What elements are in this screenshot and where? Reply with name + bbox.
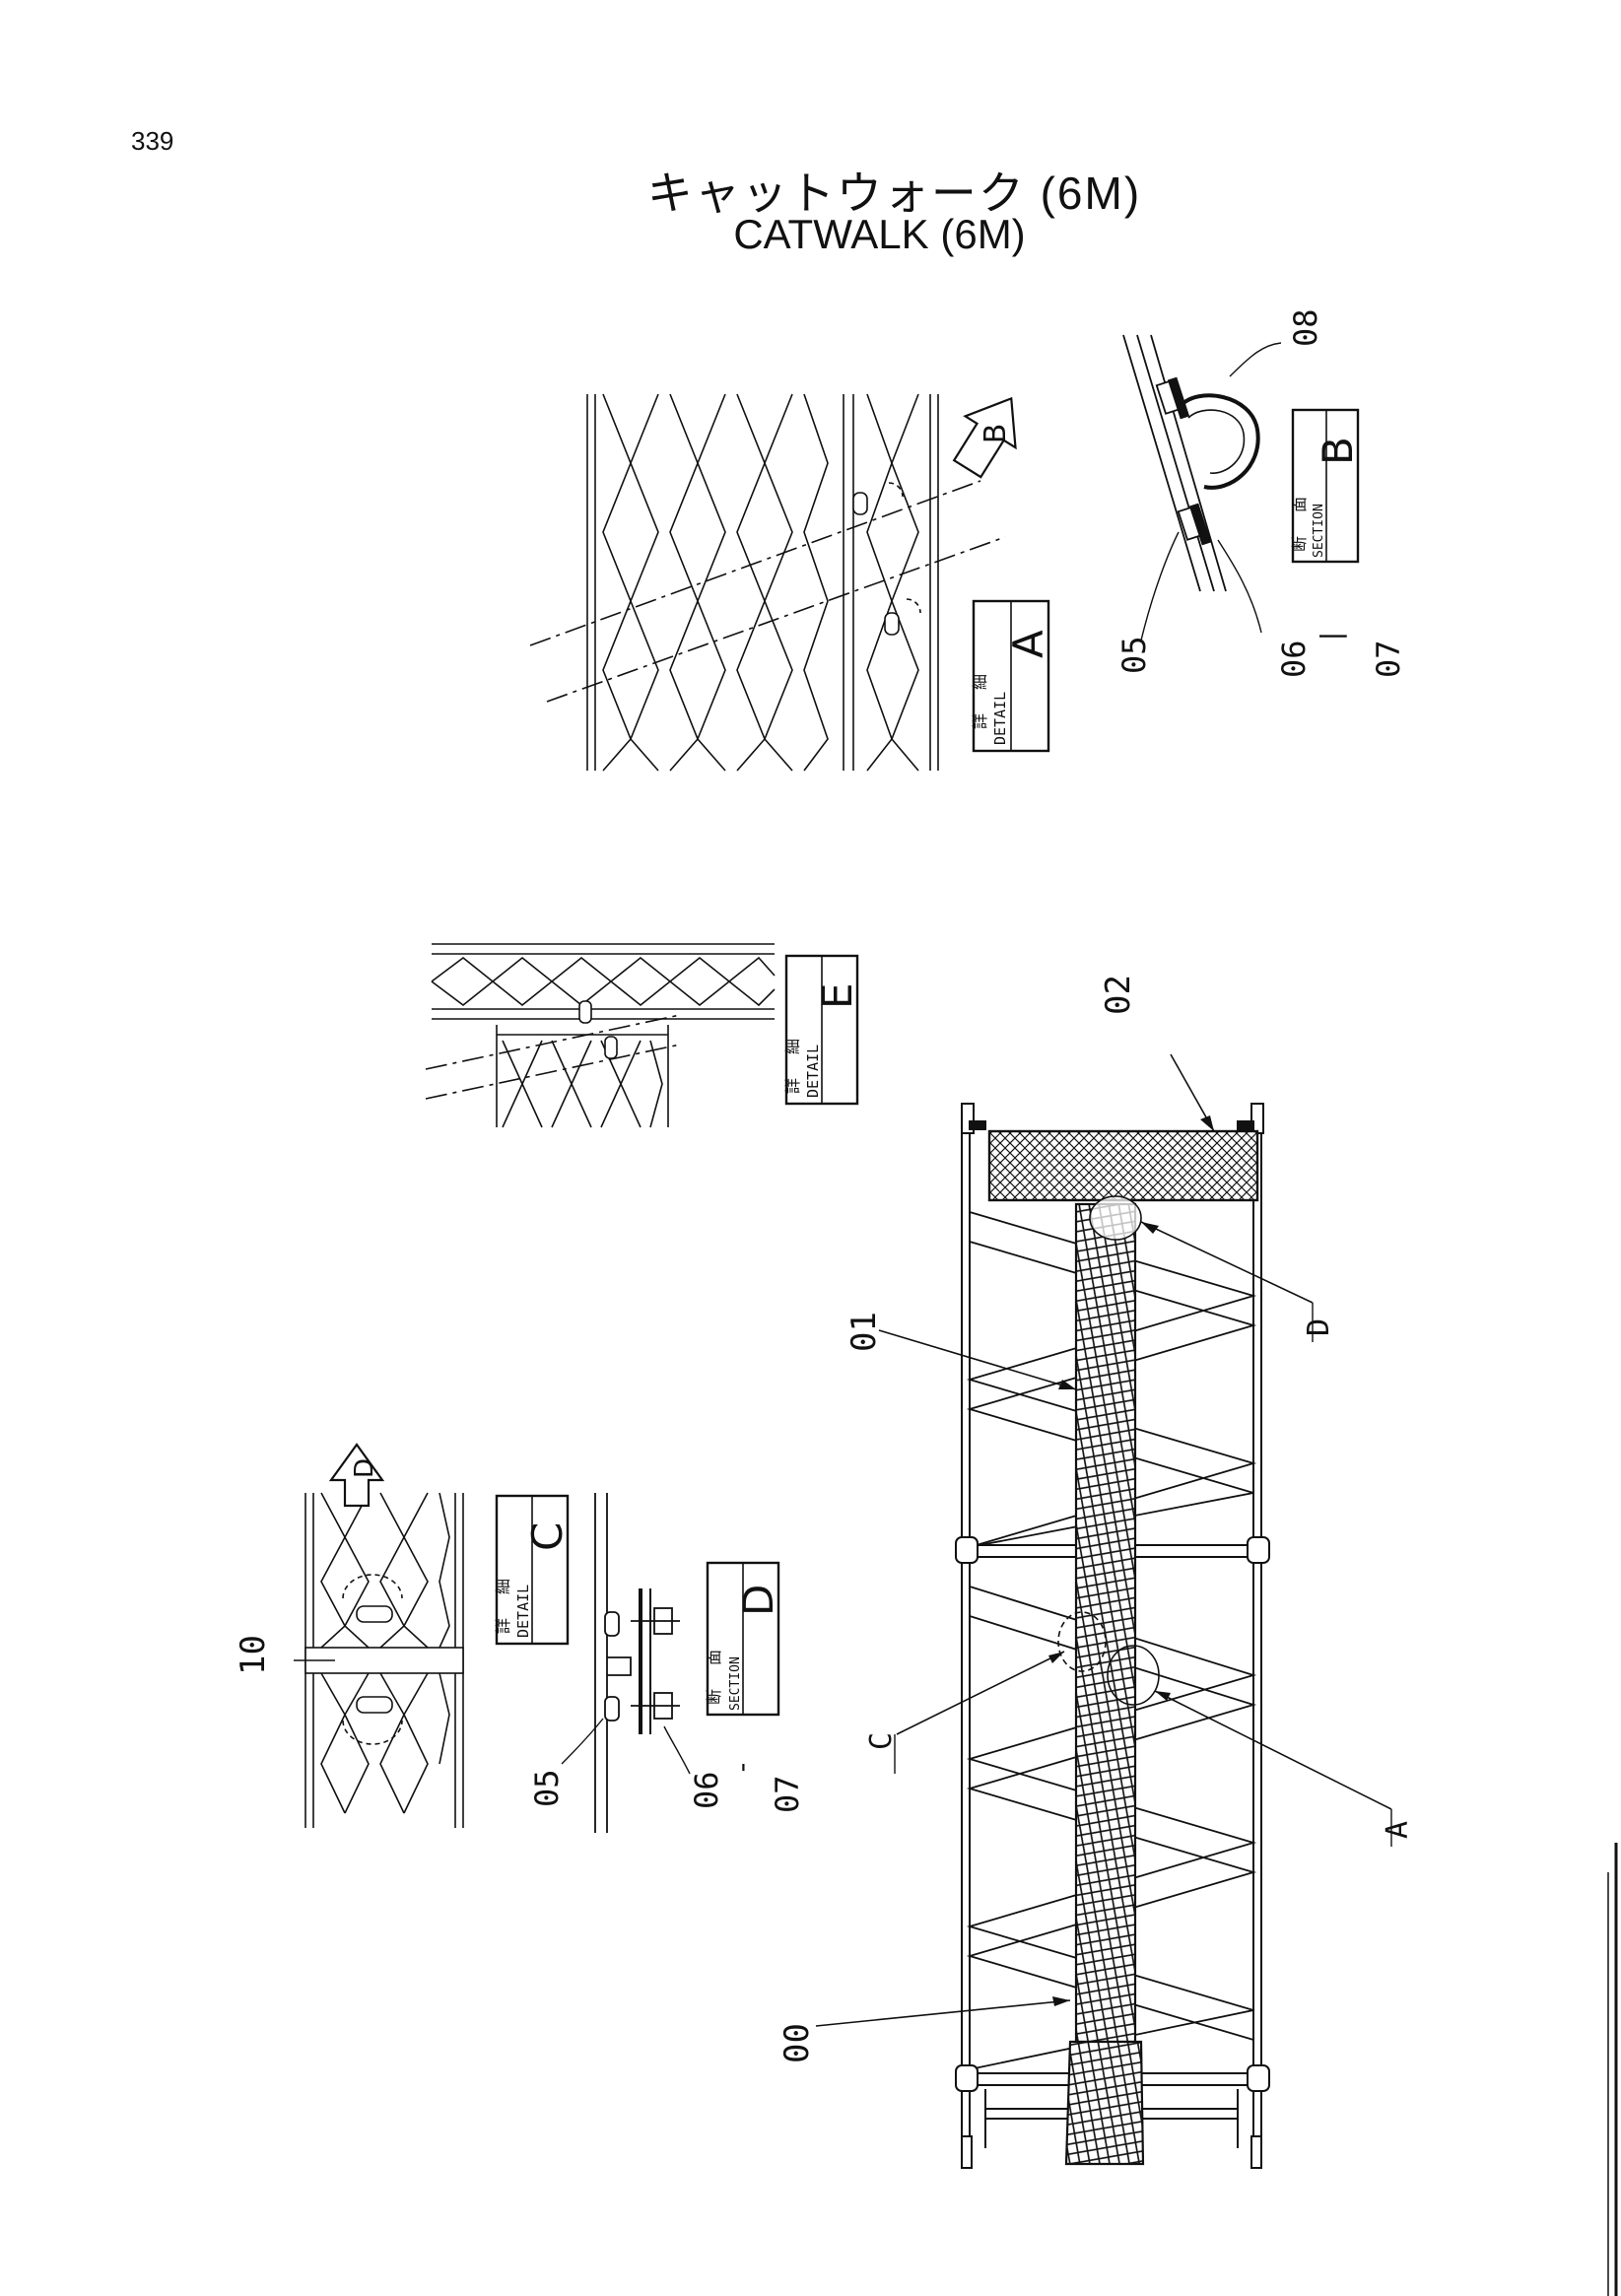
svg-text:細: 細 bbox=[783, 1039, 802, 1054]
main-catwalk-assembly bbox=[815, 1053, 1392, 2169]
detail-e-letter: E bbox=[813, 982, 861, 1009]
view-arrow-b-letter: B bbox=[979, 424, 1013, 444]
callout-00: 00 bbox=[777, 2023, 817, 2063]
detail-a-grating bbox=[586, 393, 939, 772]
boom-joints bbox=[955, 1103, 1270, 2169]
svg-text:断: 断 bbox=[1290, 536, 1309, 552]
svg-text:詳: 詳 bbox=[494, 1618, 512, 1634]
svg-text:詳: 詳 bbox=[971, 713, 989, 729]
callout-07-b: 07 bbox=[1370, 640, 1407, 678]
svg-text:SECTION: SECTION bbox=[728, 1656, 743, 1711]
callout-08: 08 bbox=[1287, 308, 1324, 347]
view-arrow-d-letter: D bbox=[350, 1458, 379, 1478]
ref-d: D bbox=[1302, 1318, 1336, 1336]
detail-e-view bbox=[425, 943, 776, 1128]
page-number: 339 bbox=[131, 126, 174, 156]
catwalk-grating bbox=[1074, 1202, 1137, 2044]
ref-c: C bbox=[864, 1732, 899, 1750]
section-b-view bbox=[1122, 334, 1282, 642]
section-d-view bbox=[561, 1493, 691, 1833]
catwalk-end-panel bbox=[987, 1129, 1259, 1202]
callout-leaders bbox=[815, 1053, 1392, 2027]
boom-chords bbox=[961, 1109, 1262, 2153]
leader-arrowheads bbox=[1048, 1115, 1214, 2006]
callout-01: 01 bbox=[844, 1312, 884, 1352]
svg-text:SECTION: SECTION bbox=[1312, 504, 1326, 558]
view-arrow-d: D bbox=[328, 1443, 385, 1508]
callout-06-b: 06 bbox=[1275, 640, 1313, 678]
svg-text:細: 細 bbox=[971, 674, 989, 690]
title-japanese: キャットウォーク (6M) bbox=[646, 168, 1142, 219]
svg-text:DETAIL: DETAIL bbox=[804, 1045, 822, 1098]
section-b-letter: B bbox=[1314, 437, 1362, 465]
svg-text:細: 細 bbox=[494, 1579, 512, 1594]
callout-05-b: 05 bbox=[1115, 636, 1153, 674]
callout-05-d: 05 bbox=[528, 1769, 566, 1807]
svg-text:面: 面 bbox=[1290, 497, 1309, 512]
view-arrow-b: B bbox=[952, 396, 1017, 479]
detail-e-label: 詳 細 DETAIL E bbox=[783, 954, 861, 1106]
svg-text:詳: 詳 bbox=[783, 1078, 802, 1094]
detail-a-label: 詳 細 DETAIL A bbox=[971, 599, 1052, 753]
callout-10: 10 bbox=[234, 1635, 273, 1675]
svg-text:面: 面 bbox=[705, 1650, 723, 1665]
ref-a: A bbox=[1381, 1821, 1415, 1839]
svg-text:DETAIL: DETAIL bbox=[991, 692, 1009, 745]
svg-text:DETAIL: DETAIL bbox=[514, 1585, 532, 1638]
callout-dash-d: - bbox=[725, 1759, 758, 1776]
catwalk-grating-lower bbox=[1064, 2040, 1145, 2166]
callout-06-d: 06 bbox=[688, 1771, 725, 1809]
detail-c-view bbox=[294, 1492, 464, 1828]
section-b-label: 断 面 SECTION B bbox=[1290, 408, 1362, 564]
detail-c-letter: C bbox=[523, 1522, 572, 1551]
section-d-label: 断 面 SECTION D bbox=[705, 1561, 782, 1717]
detail-a-view bbox=[529, 393, 1006, 772]
callout-sep-b: | bbox=[1315, 628, 1347, 644]
title-english: CATWALK (6M) bbox=[733, 211, 1026, 257]
callout-02: 02 bbox=[1099, 975, 1138, 1015]
detail-c-label: 詳 細 DETAIL C bbox=[494, 1494, 572, 1646]
svg-text:断: 断 bbox=[705, 1689, 723, 1705]
callout-07-d: 07 bbox=[769, 1775, 806, 1813]
section-d-letter: D bbox=[734, 1585, 782, 1616]
detail-a-letter: A bbox=[1004, 630, 1052, 658]
